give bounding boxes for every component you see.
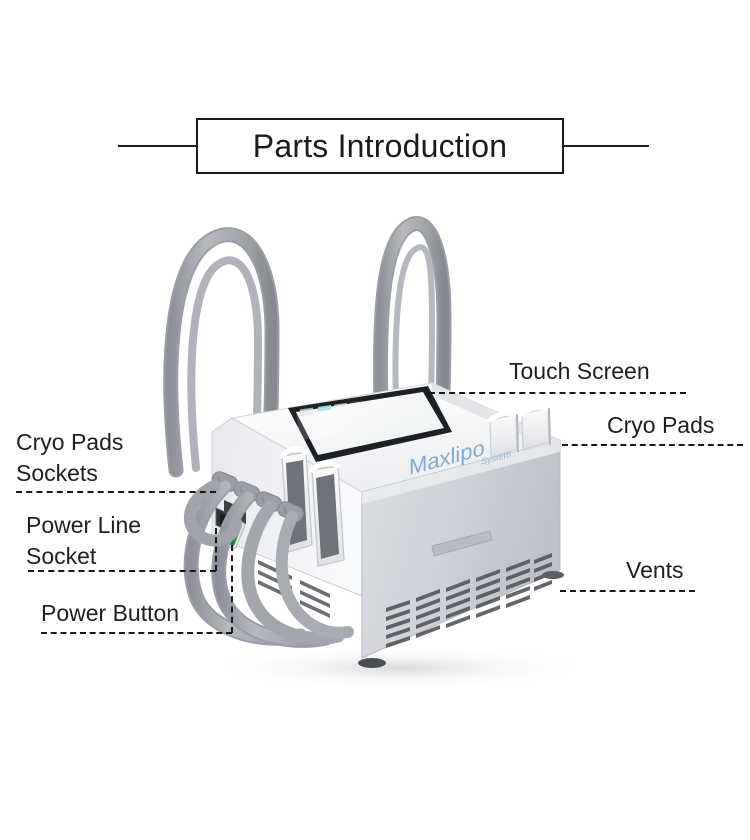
callout-label-vents: Vents	[626, 557, 684, 583]
leader-line-touch-screen	[429, 392, 686, 394]
page-title: Parts Introduction	[252, 127, 508, 164]
cryo-pads-left[interactable]	[279, 446, 345, 567]
callout-label-power-line-socket-line2: Socket	[26, 543, 97, 569]
callout-label-cryo-pads-sockets-line2: Sockets	[16, 460, 98, 486]
leader-line-power-line-socket	[28, 570, 216, 572]
title-rule-left	[118, 145, 198, 147]
leader-line-power-button	[41, 632, 232, 634]
page-title-banner: Parts Introduction	[0, 55, 750, 174]
callout-label-cryo-pads-sockets-line1: Cryo Pads	[16, 429, 124, 455]
device-foot-right	[358, 658, 386, 668]
leader-line-power-button-riser	[231, 545, 233, 633]
callout-label-power-button: Power Button	[41, 600, 180, 626]
page-title-box: Parts Introduction	[196, 118, 564, 174]
callout-label-touch-screen: Touch Screen	[509, 358, 650, 384]
front-cables	[183, 478, 354, 648]
leader-line-vents	[560, 590, 695, 592]
leader-line-cryo-pads	[562, 444, 743, 446]
handle-slot	[431, 530, 493, 557]
callout-label-power-line-socket-line1: Power Line	[26, 512, 142, 538]
title-rule-right	[563, 145, 649, 147]
device-foot-left	[542, 571, 564, 579]
leader-line-power-line-socket-riser	[215, 528, 217, 571]
cryo-pads-right[interactable]	[487, 404, 551, 458]
leader-line-cryo-pads-sockets	[16, 491, 216, 493]
callout-label-cryo-pads: Cryo Pads	[607, 412, 715, 438]
touchscreen[interactable]	[296, 392, 444, 455]
